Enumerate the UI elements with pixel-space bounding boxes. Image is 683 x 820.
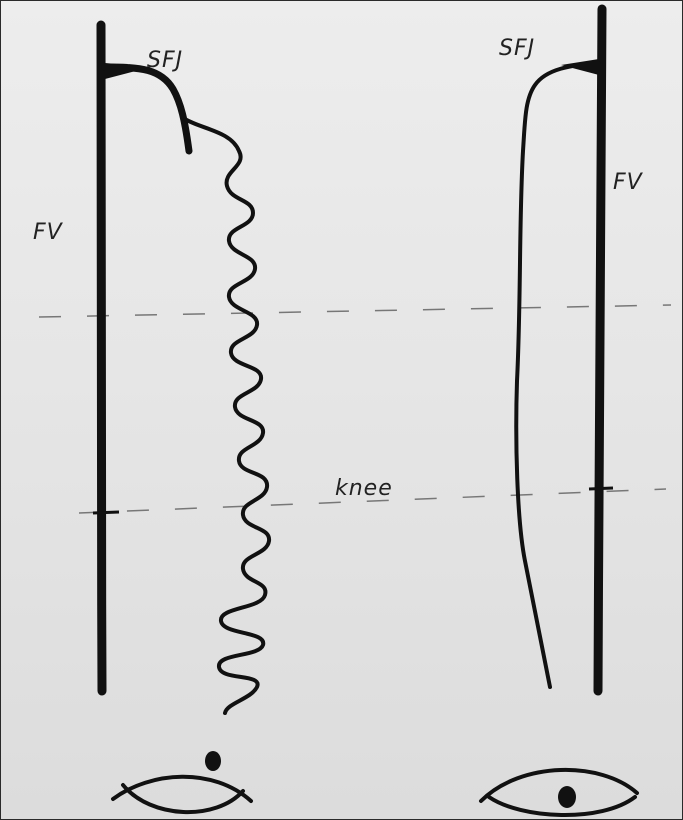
knee-label: knee xyxy=(335,476,393,501)
right-fv-label: FV xyxy=(613,170,644,195)
left-sfj-label: SFJ xyxy=(147,48,183,73)
left-panel: SFJ FV xyxy=(33,25,269,713)
eye-icon xyxy=(113,751,251,812)
right-sfj-junction xyxy=(516,63,599,687)
left-vein-tick xyxy=(93,512,119,513)
left-fv-label: FV xyxy=(33,220,64,245)
dashed-line-upper xyxy=(39,305,671,317)
right-sfj-label: SFJ xyxy=(499,36,535,61)
left-femoral-vein xyxy=(101,25,102,691)
left-tortuous-vein xyxy=(185,119,269,713)
right-vein-tick xyxy=(589,488,613,489)
right-panel: SFJ FV xyxy=(499,9,644,691)
left-sfj-junction xyxy=(105,67,189,151)
right-femoral-vein xyxy=(598,9,602,691)
eye-icon xyxy=(481,770,637,815)
